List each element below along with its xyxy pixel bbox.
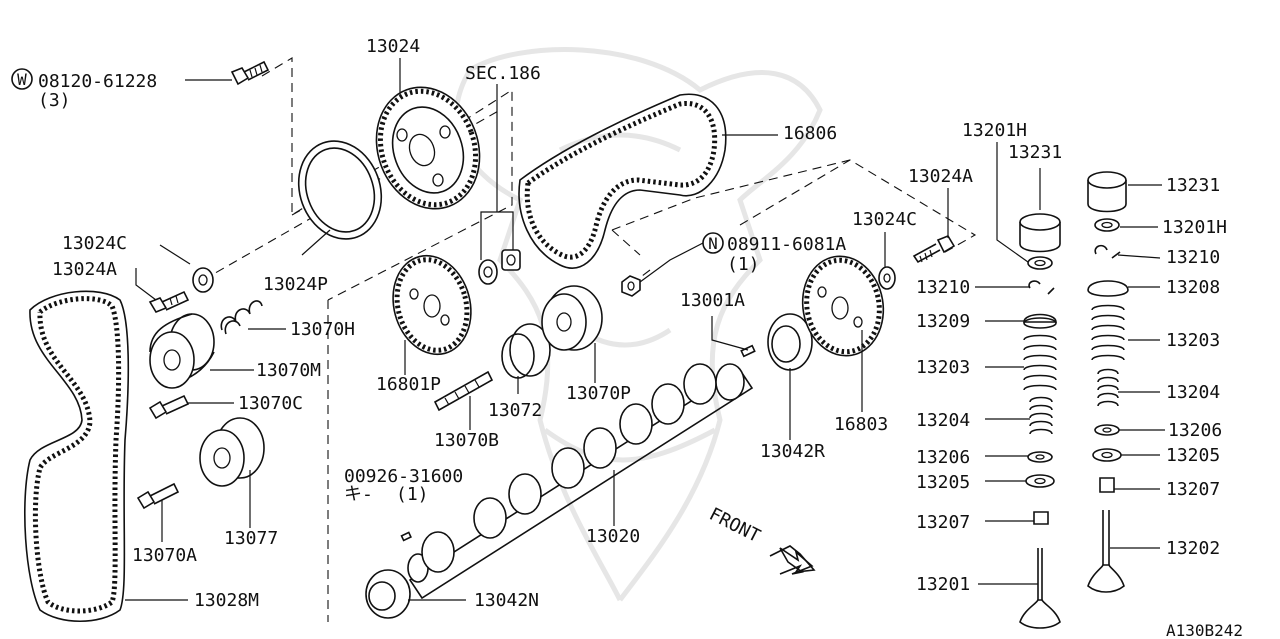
back-plate-13024P-shape	[297, 140, 383, 240]
label-13072: 13072	[488, 400, 542, 421]
label-16801P: 16801P	[376, 374, 441, 395]
n-mark-circle	[702, 232, 724, 254]
label-13024A-left: 13024A	[52, 259, 117, 280]
label-sec-186: SEC.186	[465, 63, 541, 84]
label-13070B: 13070B	[434, 430, 499, 451]
label-13024P: 13024P	[263, 274, 328, 295]
label-13024C-left: 13024C	[62, 233, 127, 254]
label-08120-qty: (3)	[38, 90, 71, 111]
sleeve-13072-shape	[501, 323, 551, 379]
label-13028M: 13028M	[194, 590, 259, 611]
camshaft-13020-shape	[407, 363, 754, 600]
label-13231-right: 13231	[1166, 175, 1220, 196]
seal-13042R-shape	[767, 313, 813, 371]
w-mark: W	[17, 70, 27, 89]
washer-13024C-right-shape	[878, 266, 896, 290]
label-16803: 16803	[834, 414, 888, 435]
label-16806: 16806	[783, 123, 837, 144]
label-13024C-right: 13024C	[852, 209, 917, 230]
tensioner-pulley-13070M-shape	[149, 313, 215, 389]
pulley-13070P-shape	[541, 285, 603, 351]
label-13077: 13077	[224, 528, 278, 549]
bolt-13070A-shape	[136, 482, 180, 510]
label-13042N: 13042N	[474, 590, 539, 611]
label-08911-qty: (1)	[727, 254, 760, 275]
stud-13070B-shape	[433, 370, 494, 412]
label-13205-right: 13205	[1166, 445, 1220, 466]
label-08120-61228: 08120-61228	[38, 71, 157, 92]
key-00926-31600-shape	[400, 531, 412, 542]
label-00926-31600: 00926-31600	[344, 466, 463, 487]
label-13201H-left: 13201H	[962, 120, 1027, 141]
dowel-13001A-shape	[740, 344, 756, 358]
sprocket-16801P-shape	[392, 254, 472, 356]
washer-pair-shape	[478, 249, 521, 285]
washer-13024C-left-shape	[192, 267, 214, 293]
label-08911-6081A: 08911-6081A	[727, 234, 846, 255]
label-13204-left: 13204	[916, 410, 970, 431]
label-13070P: 13070P	[566, 383, 631, 404]
label-13001A: 13001A	[680, 290, 745, 311]
label-13203-right: 13203	[1166, 330, 1220, 351]
timing-belt-13028M-shape	[24, 290, 130, 623]
label-13070M: 13070M	[256, 360, 321, 381]
front-arrow-shape	[769, 545, 816, 575]
idler-pulley-13077-shape	[199, 417, 265, 487]
timing-belt-16806-shape	[518, 93, 727, 269]
label-13024A-right: 13024A	[908, 166, 973, 187]
label-13207-right: 13207	[1166, 479, 1220, 500]
watermark-emblem	[453, 47, 823, 602]
label-13202: 13202	[1166, 538, 1220, 559]
sprocket-16803-shape	[801, 255, 885, 357]
w-mark-circle	[11, 68, 33, 90]
label-13206-left: 13206	[916, 447, 970, 468]
bolt-13024A-left-shape	[148, 290, 190, 313]
label-key-note: キ-	[344, 484, 373, 505]
seal-13042N-shape	[365, 569, 411, 619]
label-13070H: 13070H	[290, 319, 355, 340]
label-13201H-right: 13201H	[1162, 217, 1227, 238]
nut-08911-6081A-shape	[621, 275, 641, 297]
label-00926-qty: (1)	[396, 484, 429, 505]
label-13204-right: 13204	[1166, 382, 1220, 403]
callout-labels: W 08120-61228 (3) 13024 SEC.186 16806 13…	[11, 36, 1243, 639]
label-13206-right: 13206	[1168, 420, 1222, 441]
label-13020: 13020	[586, 526, 640, 547]
valve-column-left-shape	[1019, 213, 1061, 629]
bolt-13070C-shape	[148, 394, 190, 420]
label-13205-left: 13205	[916, 472, 970, 493]
label-13042R: 13042R	[760, 441, 825, 462]
valve-column-right-shape	[1087, 171, 1129, 593]
label-13209: 13209	[916, 311, 970, 332]
label-13070A: 13070A	[132, 545, 197, 566]
label-13210-right: 13210	[1166, 247, 1220, 268]
label-13201: 13201	[916, 574, 970, 595]
label-front: FRONT	[706, 504, 764, 547]
cam-sprocket-13024-shape	[375, 86, 481, 210]
label-13208: 13208	[1166, 277, 1220, 298]
label-13070C: 13070C	[238, 393, 303, 414]
bolt-08120-61228-shape	[230, 60, 270, 86]
label-13024: 13024	[366, 36, 420, 57]
n-mark: N	[708, 234, 718, 253]
diagram-reference-code: A130B242	[1166, 621, 1243, 639]
label-13231-left: 13231	[1008, 142, 1062, 163]
label-13203-left: 13203	[916, 357, 970, 378]
spring-13070H-shape	[220, 300, 263, 335]
bolt-13024A-right-shape	[912, 235, 956, 264]
label-13207-left: 13207	[916, 512, 970, 533]
leader-lines	[125, 58, 1165, 601]
label-13210-left: 13210	[916, 277, 970, 298]
